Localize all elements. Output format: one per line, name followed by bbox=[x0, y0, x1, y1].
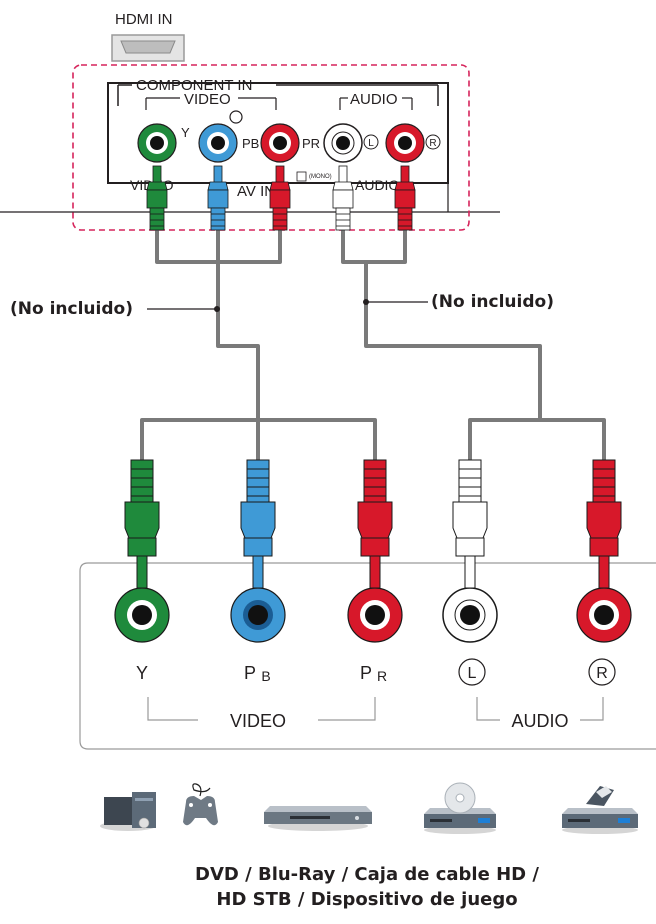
disc-player-icon bbox=[424, 782, 496, 834]
device-y-label: Y bbox=[136, 663, 148, 683]
indicator-dot bbox=[229, 110, 243, 124]
tv-mono-label: (MONO) bbox=[309, 174, 332, 180]
device-video-group-label: VIDEO bbox=[230, 711, 286, 731]
device-plug-audio-r bbox=[586, 459, 622, 589]
device-caption-line2: HD STB / Dispositivo de juego bbox=[216, 889, 517, 910]
tv-plug-y bbox=[146, 165, 168, 231]
component-cable bbox=[140, 230, 377, 460]
device-pr-subscript: R bbox=[377, 668, 387, 684]
tv-video-group-label: VIDEO bbox=[184, 91, 231, 108]
tv-y-label: Y bbox=[181, 125, 190, 140]
device-jack-y bbox=[114, 587, 170, 643]
tv-plug-audio-r bbox=[394, 165, 416, 231]
tv-av-in-label: AV IN bbox=[237, 183, 275, 200]
hdmi-port-icon bbox=[111, 34, 185, 62]
device-pb-label: P bbox=[244, 663, 256, 683]
gamepad-icon bbox=[183, 783, 218, 826]
set-top-box-icon bbox=[562, 786, 638, 834]
cable-label-left: (No incluido) bbox=[10, 299, 133, 319]
tv-pb-label: PB bbox=[242, 136, 259, 151]
device-video-bracket bbox=[147, 697, 376, 721]
tv-jack-pb bbox=[198, 123, 238, 163]
tv-pr-label: PR bbox=[302, 136, 320, 151]
device-plug-audio-l bbox=[452, 459, 488, 589]
hdmi-in-label: HDMI IN bbox=[115, 11, 173, 28]
device-jack-pb bbox=[230, 587, 286, 643]
pc-tower-icon bbox=[100, 792, 156, 831]
tv-jack-y bbox=[137, 123, 177, 163]
tv-plug-pb bbox=[207, 165, 229, 231]
device-pr-label: P bbox=[360, 663, 372, 683]
tv-r-label: R bbox=[429, 138, 436, 149]
dvd-player-icon bbox=[264, 806, 372, 831]
device-plug-y bbox=[124, 459, 160, 589]
cable-label-right: (No incluido) bbox=[431, 292, 554, 312]
tv-jack-audio-l bbox=[323, 123, 363, 163]
device-panel bbox=[79, 562, 656, 750]
audio-cable bbox=[341, 230, 606, 460]
device-plug-pb bbox=[240, 459, 276, 589]
device-caption-line1: DVD / Blu-Ray / Caja de cable HD / bbox=[195, 864, 539, 885]
device-l-label: L bbox=[468, 665, 477, 682]
device-jack-audio-r bbox=[576, 587, 632, 643]
tv-audio-group-label: AUDIO bbox=[350, 91, 398, 108]
tv-plug-audio-l bbox=[332, 165, 354, 231]
device-pb-subscript: B bbox=[261, 668, 270, 684]
tv-audio-under-label: AUDIO bbox=[355, 177, 399, 193]
tv-panel-dashed-highlight bbox=[72, 64, 470, 231]
device-jack-audio-l bbox=[442, 587, 498, 643]
device-audio-bracket bbox=[476, 697, 604, 721]
device-r-label: R bbox=[596, 665, 608, 682]
tv-l-label: L bbox=[368, 138, 374, 149]
device-plug-pr bbox=[357, 459, 393, 589]
device-audio-group-label: AUDIO bbox=[511, 711, 568, 731]
tv-jack-pr bbox=[260, 123, 300, 163]
device-jack-pr bbox=[347, 587, 403, 643]
tv-plug-pr bbox=[269, 165, 291, 231]
tv-jack-audio-r bbox=[385, 123, 425, 163]
component-in-label: COMPONENT IN bbox=[136, 77, 252, 94]
